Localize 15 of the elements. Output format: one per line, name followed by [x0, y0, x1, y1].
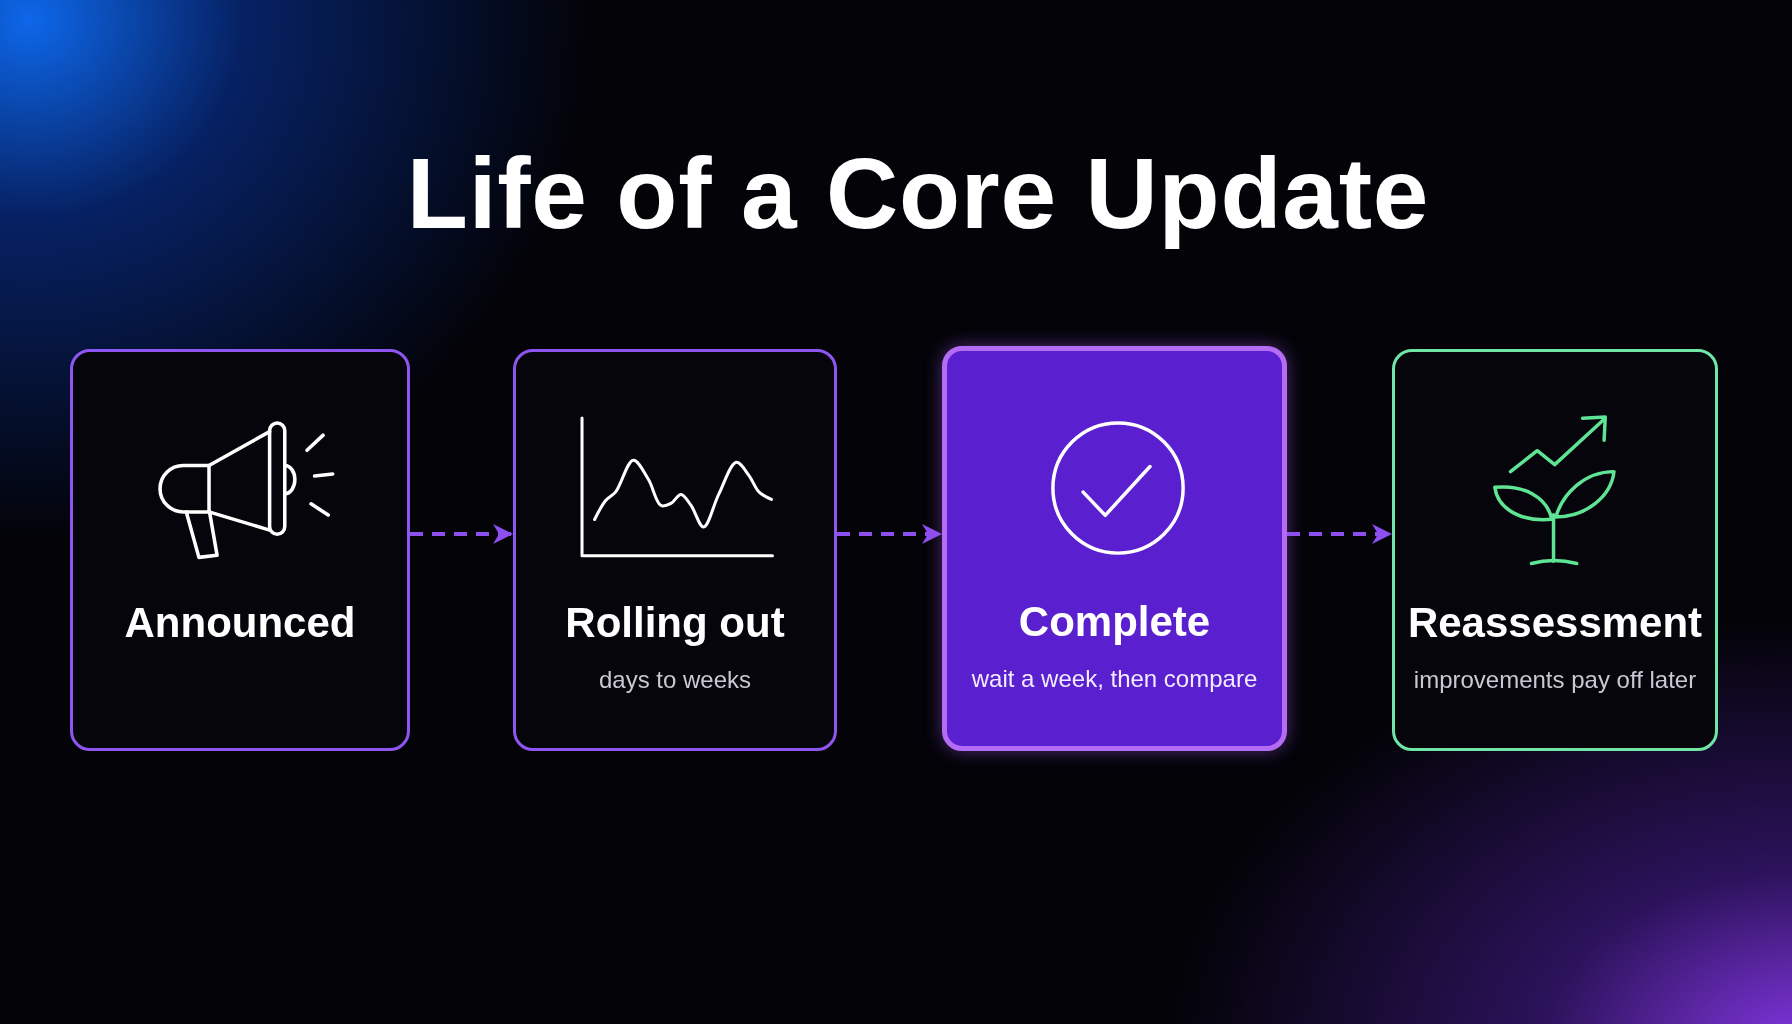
step-card: [513, 349, 837, 751]
step-description: wait a week, then compare: [971, 664, 1258, 694]
step-card: [1392, 349, 1718, 751]
step-card: [70, 349, 410, 751]
step-heading: Announced: [124, 598, 356, 648]
step-heading: Rolling out: [565, 598, 785, 648]
step-heading: Reassessment: [1407, 598, 1703, 648]
dashed-arrow: [837, 524, 942, 544]
step-description: improvements pay off later: [1413, 665, 1697, 695]
dashed-arrow: [410, 524, 513, 544]
step-description: days to weeks: [598, 665, 752, 695]
highlighted-step-card: [942, 346, 1287, 751]
step-heading: Complete: [1018, 597, 1211, 647]
dashed-arrow: [1287, 524, 1392, 544]
title: Life of a Core Update: [406, 136, 1430, 251]
